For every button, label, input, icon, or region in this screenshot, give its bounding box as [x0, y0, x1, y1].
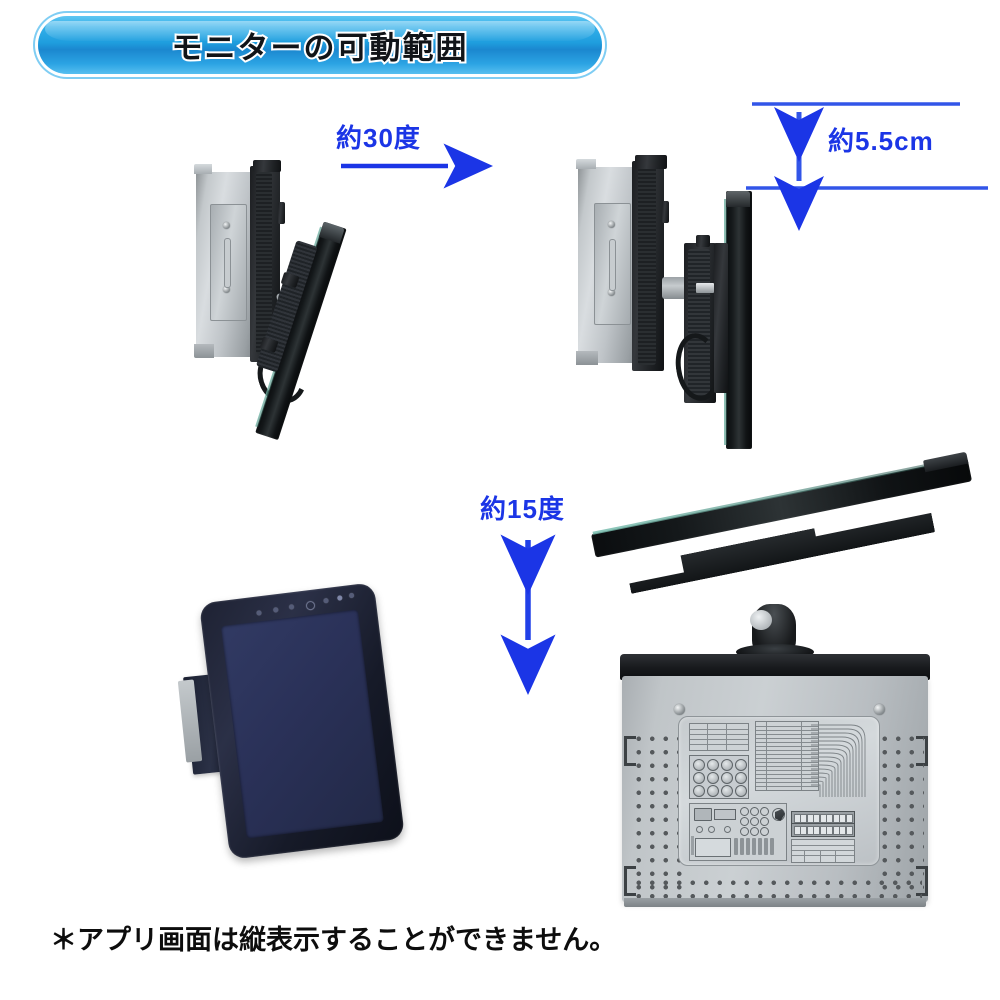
mount-top-tab — [635, 155, 667, 169]
photo-side-upright — [572, 155, 802, 450]
mount-back-rail — [256, 172, 272, 354]
label-height-offset: 約5.5cm — [828, 126, 934, 156]
multipin-connector-lower — [791, 823, 855, 837]
io-diagram-block — [689, 803, 787, 861]
rca-jack — [707, 772, 719, 784]
arm-marker — [696, 283, 714, 293]
io-jack — [740, 827, 749, 836]
rca-jack — [693, 772, 705, 784]
rca-jack — [735, 785, 747, 797]
monitor-screen — [221, 608, 384, 839]
io-jack — [740, 807, 749, 816]
monitor-power-button[interactable] — [305, 600, 316, 611]
chassis-slot — [609, 239, 616, 291]
wiring-harness-lines — [811, 724, 866, 797]
heatsink-slots — [734, 838, 774, 855]
connector-icon — [714, 809, 736, 820]
device-bottom-foot — [624, 898, 926, 907]
monitor-button[interactable] — [256, 609, 263, 616]
monitor-button[interactable] — [348, 592, 355, 599]
chassis-bottom-lip — [576, 351, 598, 365]
rca-jack — [693, 785, 705, 797]
multipin-connector — [791, 811, 855, 825]
screw-icon — [608, 221, 615, 228]
wiring-table-right — [755, 721, 819, 791]
io-jack — [750, 827, 759, 836]
monitor-panel-upright — [708, 191, 754, 449]
side-bracket — [624, 866, 636, 896]
monitor-led-icon — [336, 595, 343, 601]
warning-icon — [775, 809, 785, 821]
footnote-text: ＊アプリ画面は縦表示することができません。 — [50, 925, 617, 955]
label-tilt-horizontal: 約30度 — [336, 123, 421, 153]
mount-back-rail — [638, 167, 656, 365]
io-jack — [760, 817, 769, 826]
ventilation-holes-right — [878, 732, 924, 890]
edge-slot — [691, 836, 694, 855]
io-jack — [760, 807, 769, 816]
side-bracket — [624, 736, 636, 766]
chassis-bottom-lip — [194, 344, 214, 358]
arm-clip — [696, 235, 710, 247]
chassis-top-lip — [194, 164, 212, 174]
wiring-table-left — [689, 723, 749, 751]
ventilation-holes-left — [632, 732, 684, 890]
screw-icon — [223, 286, 230, 293]
device-spec-label — [678, 716, 880, 866]
photo-rear-device — [590, 451, 990, 920]
page-title-banner: モニターの可動範囲 — [38, 16, 602, 74]
rca-jack — [721, 759, 733, 771]
screw-icon — [608, 289, 615, 296]
monitor-button[interactable] — [272, 606, 279, 613]
rca-jack — [735, 759, 747, 771]
rca-jack-grid — [689, 755, 749, 799]
mount-top-tab — [253, 160, 281, 172]
io-jack — [760, 827, 769, 836]
rating-info-table — [791, 839, 855, 863]
mount-side-knob — [278, 202, 285, 224]
rca-jack — [707, 785, 719, 797]
monitor-button[interactable] — [288, 603, 295, 610]
ball-joint-highlight — [750, 610, 772, 630]
ventilation-holes-bottom — [632, 876, 922, 898]
monitor-button[interactable] — [322, 597, 329, 604]
chassis-slot — [224, 238, 231, 288]
photo-side-tilted — [190, 158, 440, 448]
rca-jack — [721, 785, 733, 797]
pivot-neck — [662, 277, 690, 299]
rca-jack — [721, 772, 733, 784]
label-tilt-vertical: 約15度 — [480, 494, 565, 524]
screw-icon — [223, 222, 230, 229]
chassis-top-lip — [576, 159, 596, 169]
mount-side-knob — [662, 201, 669, 223]
io-jack — [740, 817, 749, 826]
rca-jack — [735, 772, 747, 784]
monitor-body — [198, 582, 406, 860]
connector-icon — [694, 808, 712, 821]
io-jack — [750, 807, 759, 816]
led-icon — [696, 826, 703, 833]
photo-portrait-monitor — [177, 582, 406, 860]
page-title: モニターの可動範囲 — [170, 29, 469, 68]
screw-icon — [674, 704, 685, 715]
io-jack — [750, 817, 759, 826]
rca-jack — [693, 759, 705, 771]
label-box — [695, 838, 731, 857]
led-icon — [724, 826, 731, 833]
screw-icon — [874, 704, 885, 715]
device-top-cap — [620, 654, 930, 680]
led-icon — [708, 826, 715, 833]
rca-jack — [707, 759, 719, 771]
